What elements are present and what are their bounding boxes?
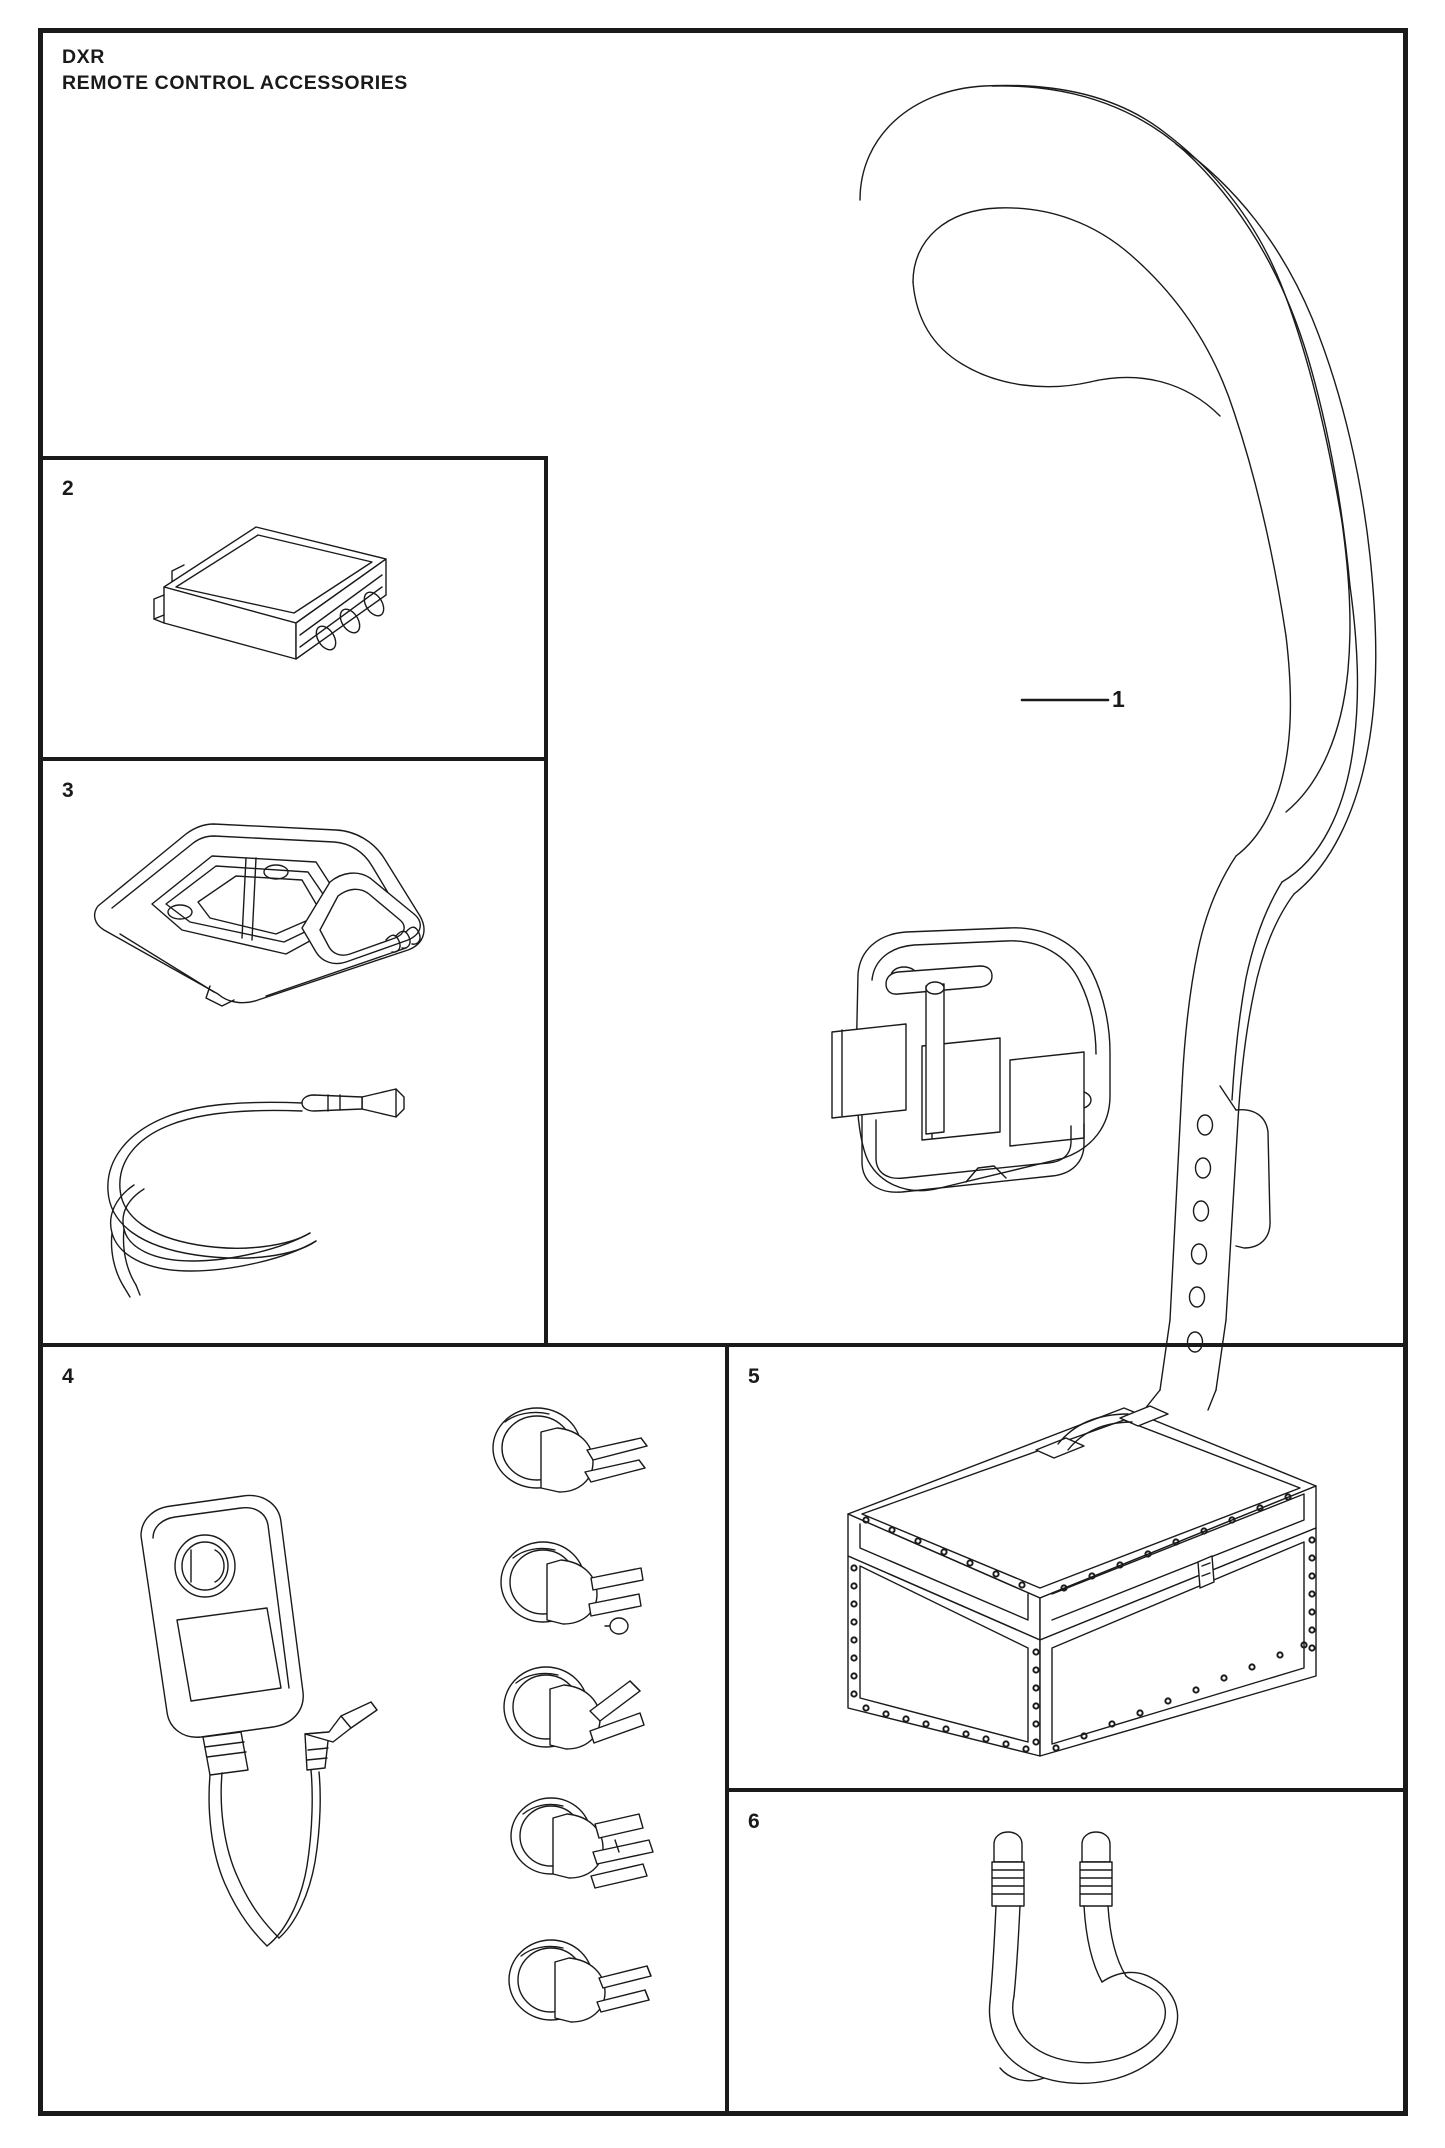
connection-cable-art — [960, 1830, 1240, 2100]
title-block: DXR REMOTE CONTROL ACCESSORIES — [62, 44, 408, 96]
plug-adapter-2-art — [485, 1530, 675, 1660]
panel-number-6: 6 — [748, 1810, 760, 1833]
power-supply-adapter-art — [115, 1470, 405, 1950]
panel-number-3: 3 — [62, 779, 74, 802]
plug-adapter-1-art — [475, 1400, 665, 1530]
diagram-outer-frame — [38, 28, 1408, 2116]
divider-above-panel-2 — [40, 456, 548, 460]
callout-1-leader-line — [1020, 680, 1110, 720]
divider-above-panels-4-5 — [40, 1343, 1406, 1347]
panel-number-2: 2 — [62, 477, 74, 500]
panel-number-4: 4 — [62, 1365, 74, 1388]
plug-adapter-4-art — [495, 1790, 685, 1920]
callout-label-1: 1 — [1112, 686, 1125, 712]
page-title: REMOTE CONTROL ACCESSORIES — [62, 72, 408, 95]
plug-adapter-3-art — [490, 1655, 680, 1785]
divider-between-panels-5-and-6 — [725, 1788, 1406, 1792]
harness-pole-assembly-art — [560, 70, 1400, 1320]
battery-pack-art — [150, 515, 410, 680]
charger-cable-art — [100, 1075, 420, 1305]
transport-carry-case-art — [830, 1390, 1330, 1770]
plug-adapter-5-art — [495, 1930, 685, 2060]
harness-pole-lower-strap-art — [560, 1320, 1400, 1410]
divider-right-of-panels-2-3 — [544, 456, 548, 1345]
divider-between-panel-4-and-5 — [725, 1343, 729, 2116]
belt-mount-bracket-art — [820, 920, 1150, 1200]
machine-code-text: DXR — [62, 46, 105, 68]
panel-number-5: 5 — [748, 1365, 760, 1388]
battery-charger-cradle-art — [90, 790, 450, 1010]
divider-above-panel-3 — [40, 757, 548, 761]
